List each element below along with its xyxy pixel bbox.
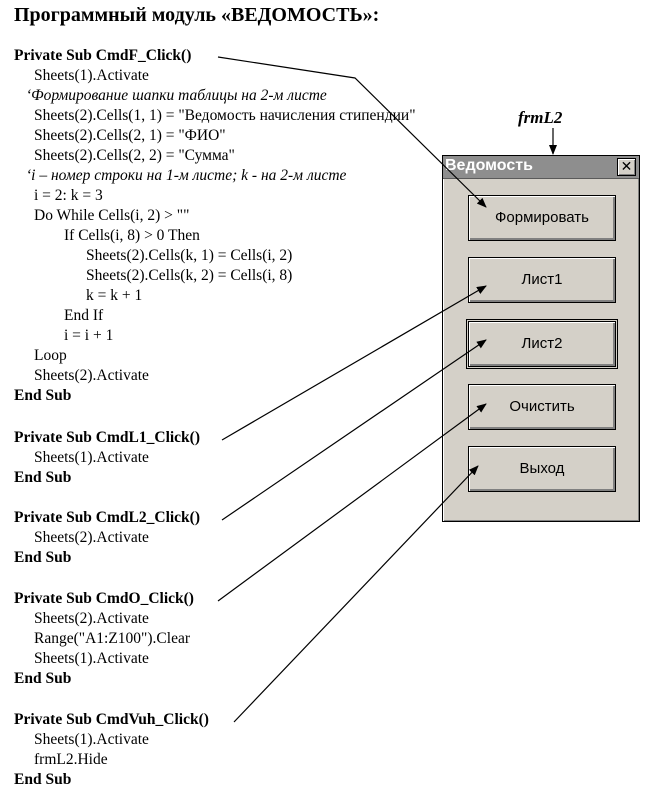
code-line: Sheets(2).Activate <box>34 610 149 627</box>
code-line: Loop <box>34 347 67 364</box>
arrow-cmdf <box>217 56 487 208</box>
list2-button[interactable]: Лист2 <box>466 319 618 369</box>
code-line: Sheets(2).Cells(1, 1) = "Ведомость начис… <box>34 107 416 124</box>
code-line: Sheets(2).Cells(k, 1) = Cells(i, 2) <box>86 247 293 264</box>
code-line: Sheets(2).Activate <box>34 367 149 384</box>
code-line: Range("A1:Z100").Clear <box>34 630 190 647</box>
arrow-cmdl1 <box>221 285 487 441</box>
code-line: Sheets(1).Activate <box>34 650 149 667</box>
arrow-cmdl2 <box>221 339 487 521</box>
exit-button[interactable]: Выход <box>468 446 616 492</box>
sub-footer: End Sub <box>14 387 72 404</box>
form-window: Ведомость ✕ Формировать Лист1 Лист2 Очис… <box>442 155 640 522</box>
code-line: End If <box>64 307 104 324</box>
code-line: k = k + 1 <box>86 287 143 304</box>
arrow-cmdvuh <box>233 465 479 723</box>
sub-header-cmdvuh: Private Sub CmdVuh_Click() <box>14 711 209 728</box>
sub-header-cmdl1: Private Sub CmdL1_Click() <box>14 429 200 446</box>
code-comment: ‘i – номер строки на 1-м листе; k - на 2… <box>26 167 347 184</box>
close-icon: ✕ <box>620 158 633 174</box>
code-line: i = i + 1 <box>64 327 114 344</box>
code-comment: ‘Формирование шапки таблицы на 2-м листе <box>26 87 327 104</box>
code-line: Sheets(1).Activate <box>34 67 149 84</box>
sub-header-cmdo: Private Sub CmdO_Click() <box>14 590 194 607</box>
code-line: Sheets(1).Activate <box>34 449 149 466</box>
code-line: Sheets(2).Cells(2, 2) = "Сумма" <box>34 147 235 164</box>
sub-header-cmdl2: Private Sub CmdL2_Click() <box>14 509 200 526</box>
sub-header-cmdf: Private Sub CmdF_Click() <box>14 47 192 64</box>
code-line: Sheets(2).Cells(2, 1) = "ФИО" <box>34 127 226 144</box>
code-line: Do While Cells(i, 2) > "" <box>34 207 190 224</box>
arrow-cmdo <box>217 403 487 602</box>
close-button[interactable]: ✕ <box>617 158 636 176</box>
form-titlebar[interactable]: Ведомость ✕ <box>443 156 639 179</box>
code-line: frmL2.Hide <box>34 751 108 768</box>
sub-footer: End Sub <box>14 670 72 687</box>
list1-button[interactable]: Лист1 <box>468 257 616 303</box>
code-line: Sheets(2).Cells(k, 2) = Cells(i, 8) <box>86 267 293 284</box>
sub-footer: End Sub <box>14 549 72 566</box>
page-title: Программный модуль «ВЕДОМОСТЬ»: <box>14 4 380 26</box>
code-line: If Cells(i, 8) > 0 Then <box>64 227 200 244</box>
form-name-label: frmL2 <box>518 108 563 127</box>
code-line: i = 2: k = 3 <box>34 187 103 204</box>
code-line: Sheets(1).Activate <box>34 731 149 748</box>
code-line: Sheets(2).Activate <box>34 529 149 546</box>
form-caption: Ведомость <box>445 157 533 174</box>
sub-footer: End Sub <box>14 469 72 486</box>
clear-button[interactable]: Очистить <box>468 384 616 430</box>
sub-footer: End Sub <box>14 771 72 788</box>
form-button[interactable]: Формировать <box>468 195 616 241</box>
